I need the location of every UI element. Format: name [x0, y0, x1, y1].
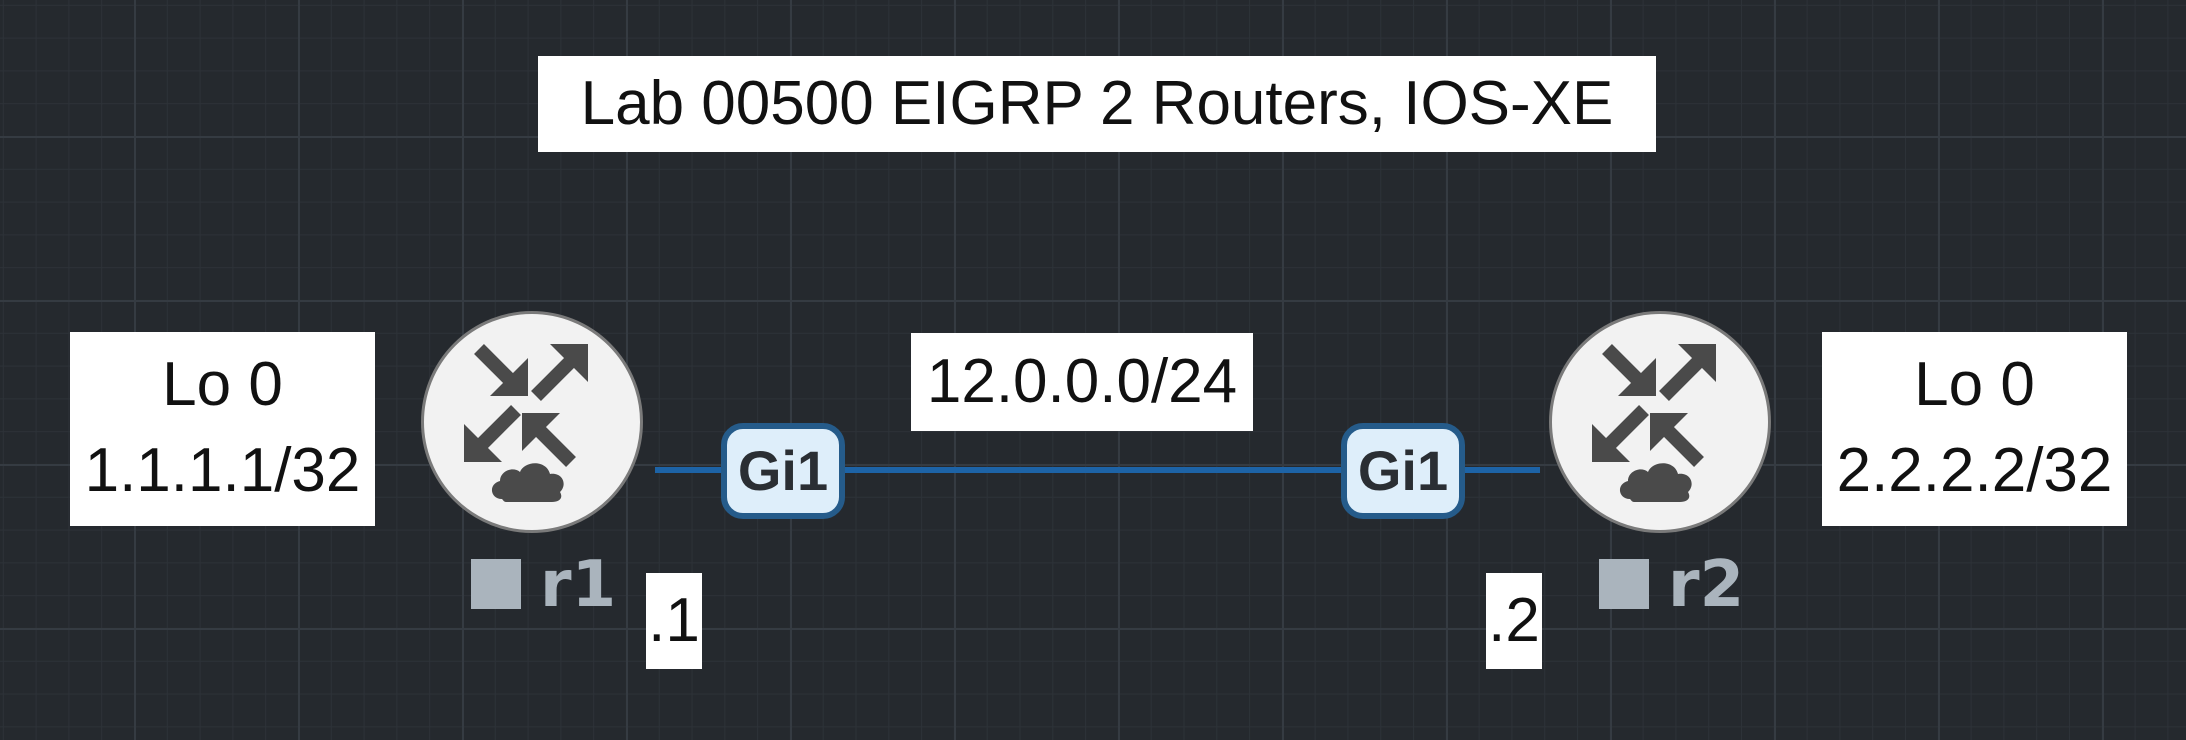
router-icon — [464, 344, 588, 502]
router-node-r1[interactable] — [421, 311, 643, 533]
link-r1-r2[interactable] — [655, 467, 1540, 473]
loopback-address: 1.1.1.1/32 — [84, 436, 361, 505]
node-status-indicator-r2 — [1599, 559, 1649, 609]
loopback-label-r2: Lo 0 2.2.2.2/32 — [1822, 332, 2127, 526]
node-label-r2[interactable]: r2 — [1668, 548, 1745, 622]
interface-badge-r2-gi1[interactable]: Gi1 — [1341, 423, 1465, 519]
host-address-label-r1: .1 — [646, 573, 702, 669]
interface-badge-r1-gi1[interactable]: Gi1 — [721, 423, 845, 519]
loopback-label-r1: Lo 0 1.1.1.1/32 — [70, 332, 375, 526]
router-icon — [1592, 344, 1716, 502]
host-address-label-r2: .2 — [1486, 573, 1542, 669]
router-node-r2[interactable] — [1549, 311, 1771, 533]
node-status-indicator-r1 — [471, 559, 521, 609]
node-label-r1[interactable]: r1 — [540, 548, 617, 622]
lab-title: Lab 00500 EIGRP 2 Routers, IOS-XE — [538, 56, 1656, 152]
link-subnet-label: 12.0.0.0/24 — [911, 333, 1253, 431]
loopback-address: 2.2.2.2/32 — [1836, 436, 2113, 505]
loopback-name: Lo 0 — [1914, 350, 2035, 419]
loopback-name: Lo 0 — [162, 350, 283, 419]
